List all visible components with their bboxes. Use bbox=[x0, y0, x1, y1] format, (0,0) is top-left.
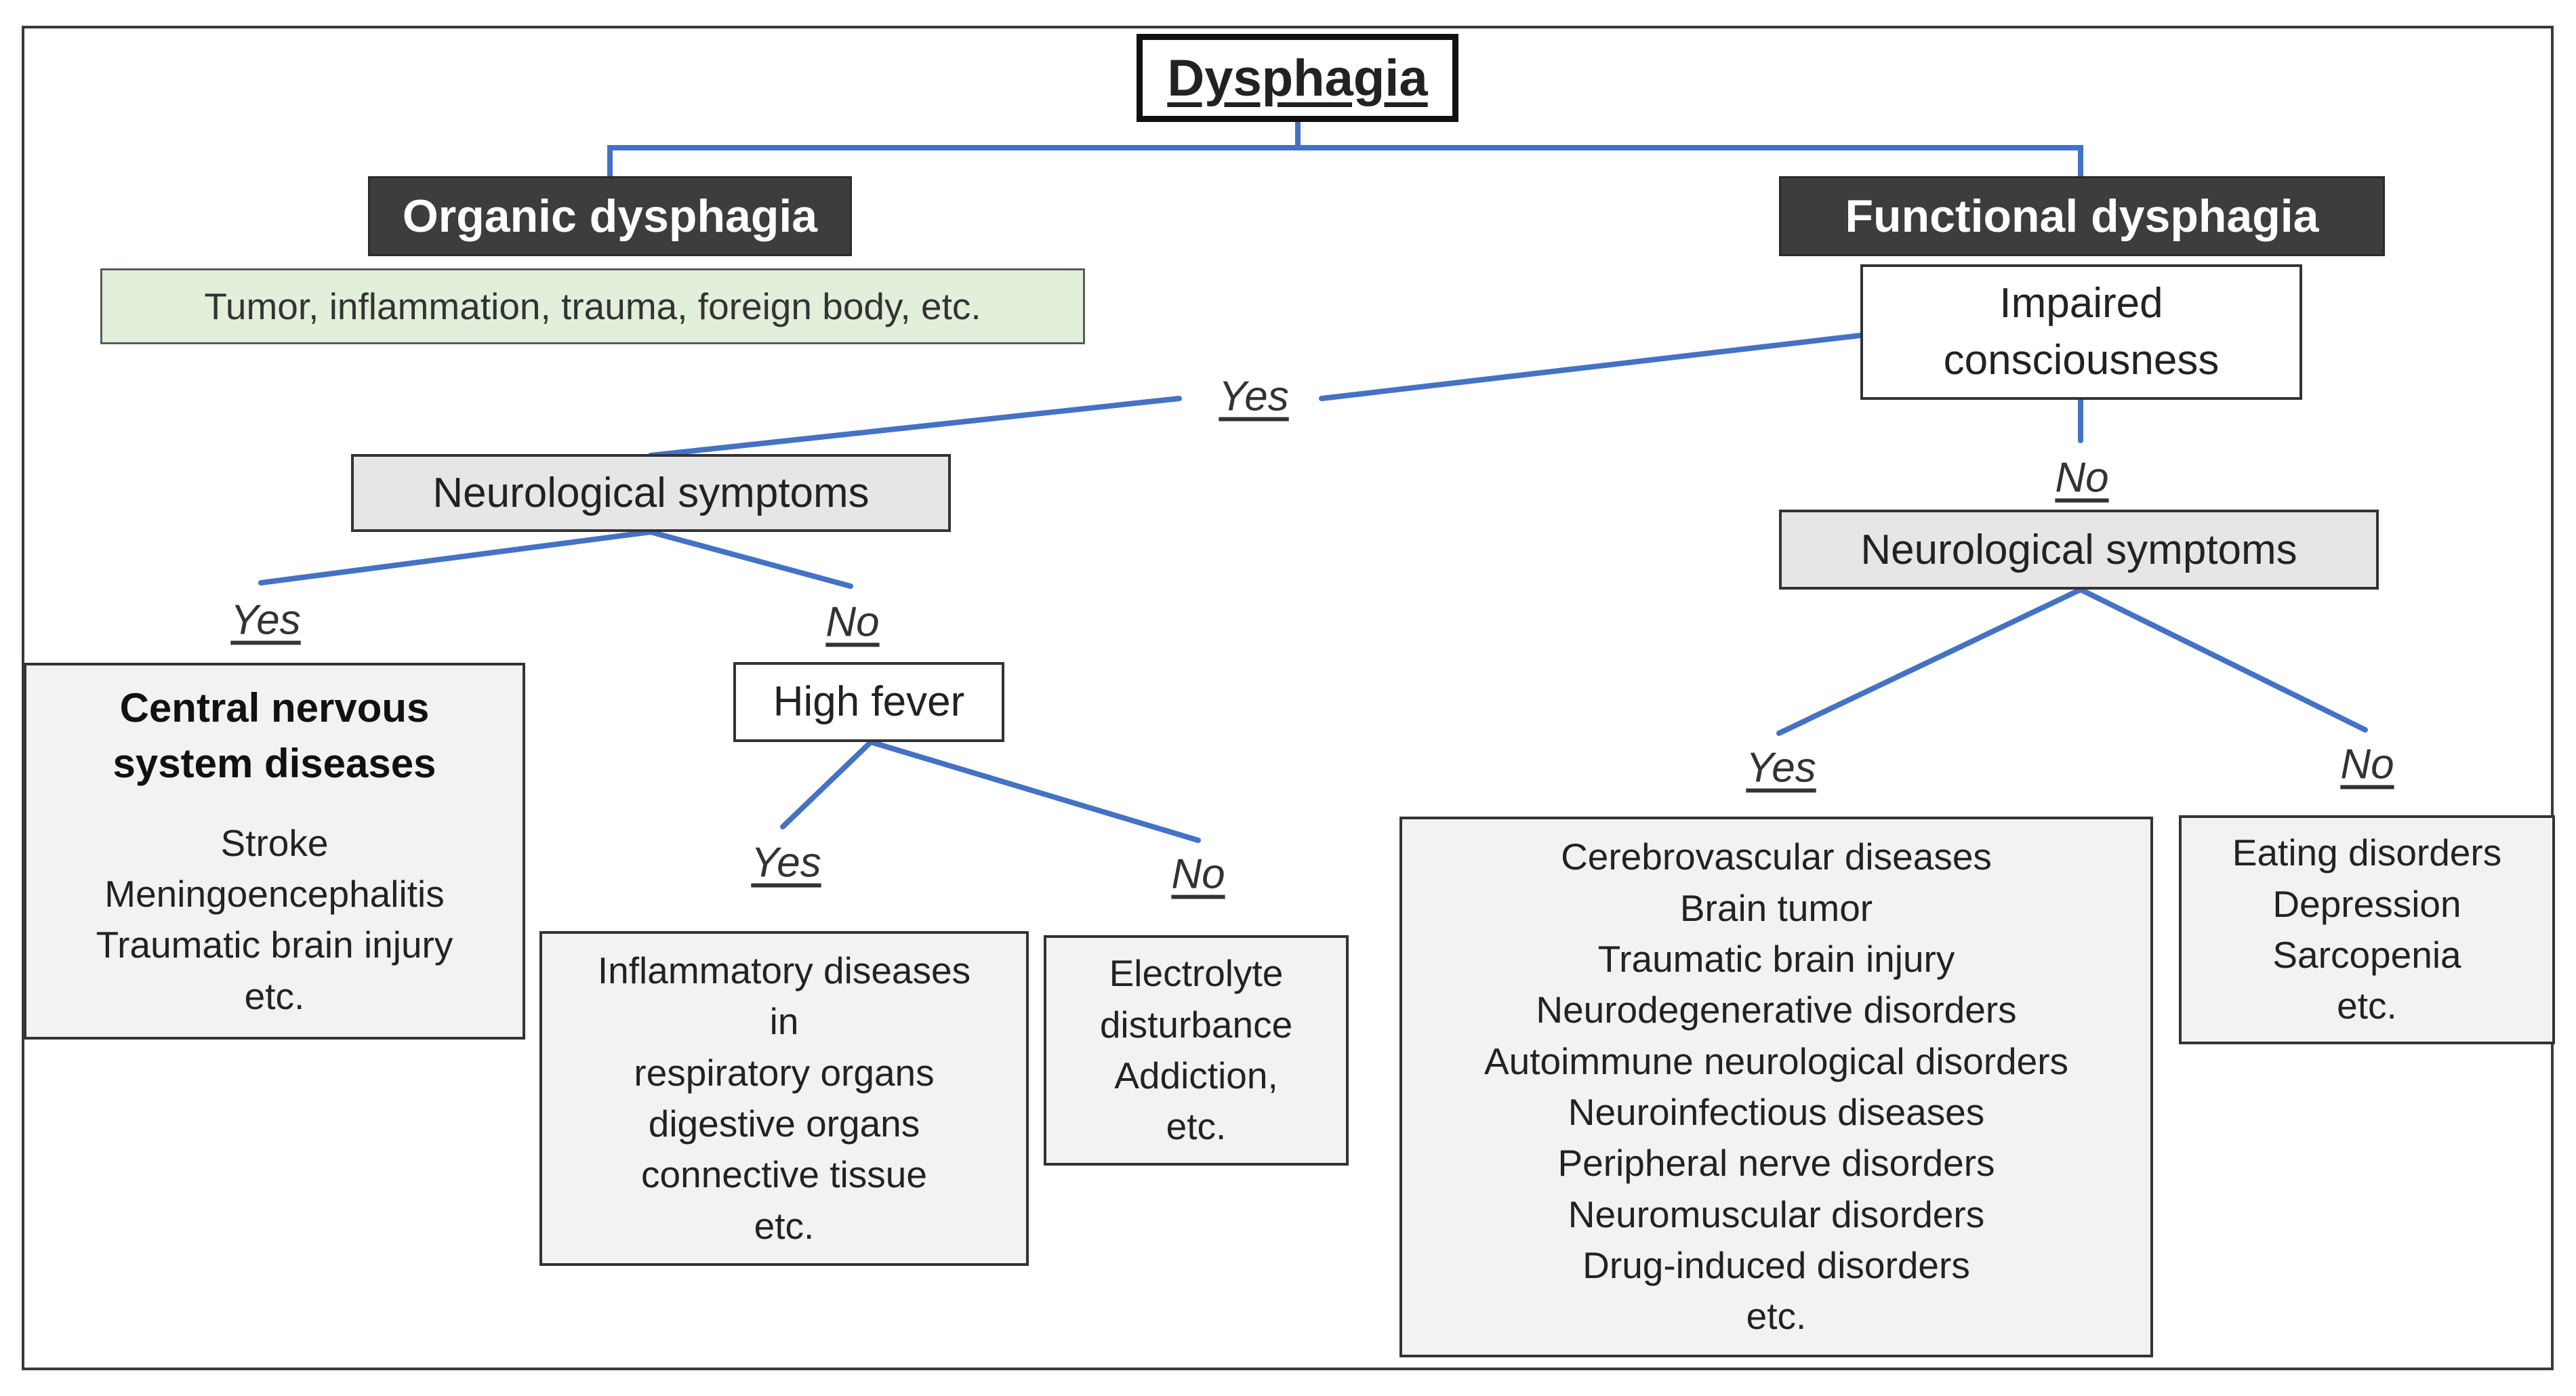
cns-item: Traumatic brain injury bbox=[96, 924, 453, 966]
psychiatric-disorders-box: Eating disorders Depression Sarcopenia e… bbox=[2179, 815, 2555, 1044]
inflammatory-item: respiratory organs bbox=[634, 1051, 935, 1094]
edge-label-consciousness-no: No bbox=[2043, 453, 2121, 502]
neuro-disorder-item: Peripheral nerve disorders bbox=[1557, 1142, 1995, 1185]
connector-left-neuro-to-yes bbox=[258, 529, 653, 586]
functional-dysphagia-label: Functional dysphagia bbox=[1845, 190, 2319, 242]
inflammatory-item: digestive organs bbox=[648, 1103, 920, 1145]
psych-item: Sarcopenia bbox=[2272, 934, 2461, 976]
neuro-disorder-item: Neuroinfectious diseases bbox=[1568, 1091, 1985, 1133]
right-neurological-symptoms-text: Neurological symptoms bbox=[1860, 526, 2297, 573]
electrolyte-item: etc. bbox=[1166, 1105, 1227, 1148]
cns-diseases-box: Central nervous system diseases Stroke M… bbox=[24, 663, 525, 1040]
cns-item: etc. bbox=[244, 974, 305, 1017]
edge-label-left-neuro-yes: Yes bbox=[218, 596, 313, 644]
edge-label-consciousness-yes: Yes bbox=[1206, 372, 1301, 421]
edge-label-right-neuro-yes: Yes bbox=[1734, 743, 1828, 792]
high-fever-box: High fever bbox=[733, 662, 1004, 742]
neuro-disorder-item: Brain tumor bbox=[1679, 886, 1873, 929]
left-neurological-symptoms-text: Neurological symptoms bbox=[432, 470, 870, 516]
right-neurological-symptoms-box: Neurological symptoms bbox=[1779, 510, 2379, 590]
neuro-disorder-item: Autoimmune neurological disorders bbox=[1484, 1040, 2069, 1082]
impaired-consciousness-line1: Impaired bbox=[1999, 280, 2163, 327]
neuro-disorder-item: etc. bbox=[1746, 1295, 1807, 1338]
cns-heading-line2: system diseases bbox=[113, 741, 436, 787]
psych-item: etc. bbox=[2337, 985, 2397, 1027]
electrolyte-item: Electrolyte bbox=[1109, 952, 1284, 995]
electrolyte-item: Addiction, bbox=[1114, 1054, 1278, 1096]
organic-dysphagia-box: Organic dysphagia bbox=[368, 176, 852, 256]
connector-fever-to-no bbox=[868, 739, 1201, 843]
diagram-frame bbox=[22, 26, 2554, 1370]
connector-right-neuro-to-no bbox=[2078, 587, 2368, 733]
impaired-consciousness-line2: consciousness bbox=[1943, 337, 2220, 384]
dysphagia-title-text: Dysphagia bbox=[1167, 49, 1428, 107]
inflammatory-item: Inflammatory diseases bbox=[597, 949, 971, 991]
organic-dysphagia-label: Organic dysphagia bbox=[402, 190, 818, 242]
organic-causes-box: Tumor, inflammation, trauma, foreign bod… bbox=[100, 268, 1085, 344]
neurological-disorders-box: Cerebrovascular diseases Brain tumor Tra… bbox=[1399, 817, 2153, 1357]
inflammatory-diseases-box: Inflammatory diseases in respiratory org… bbox=[539, 931, 1029, 1266]
neuro-disorder-item: Neuromuscular disorders bbox=[1568, 1193, 1985, 1235]
functional-dysphagia-box: Functional dysphagia bbox=[1779, 176, 2385, 256]
connector-yes-to-left-neuro bbox=[648, 396, 1182, 458]
cns-item: Stroke bbox=[220, 821, 329, 864]
electrolyte-item: disturbance bbox=[1099, 1003, 1293, 1046]
cns-item: Meningoencephalitis bbox=[104, 872, 445, 915]
impaired-consciousness-box: Impaired consciousness bbox=[1860, 264, 2302, 400]
electrolyte-addiction-box: Electrolyte disturbance Addiction, etc. bbox=[1044, 935, 1349, 1166]
edge-label-fever-yes: Yes bbox=[739, 838, 834, 887]
inflammatory-item: connective tissue bbox=[641, 1153, 927, 1196]
inflammatory-item: etc. bbox=[754, 1204, 815, 1247]
connector-left-neuro-to-no bbox=[648, 529, 853, 589]
edge-label-right-neuro-no: No bbox=[2328, 740, 2407, 789]
connector-fever-to-yes bbox=[780, 739, 874, 829]
inflammatory-item: in bbox=[769, 1000, 799, 1043]
high-fever-text: High fever bbox=[773, 678, 965, 726]
edge-label-fever-no: No bbox=[1159, 850, 1238, 899]
connector-right-neuro-to-yes bbox=[1776, 587, 2083, 736]
dysphagia-title: Dysphagia bbox=[1137, 34, 1458, 122]
neuro-disorder-item: Neurodegenerative disorders bbox=[1536, 989, 2017, 1031]
psych-item: Eating disorders bbox=[2232, 832, 2502, 874]
organic-causes-text: Tumor, inflammation, trauma, foreign bod… bbox=[204, 285, 981, 327]
connector-root-to-branches bbox=[607, 118, 2083, 179]
psych-item: Depression bbox=[2272, 882, 2461, 925]
edge-label-left-neuro-no: No bbox=[813, 598, 892, 646]
connector-consciousness-to-yes bbox=[1319, 333, 1863, 401]
neuro-disorder-item: Drug-induced disorders bbox=[1582, 1244, 1970, 1287]
left-neurological-symptoms-box: Neurological symptoms bbox=[351, 454, 951, 532]
neuro-disorder-item: Traumatic brain injury bbox=[1597, 937, 1955, 980]
neuro-disorder-item: Cerebrovascular diseases bbox=[1561, 836, 1992, 878]
cns-heading-line1: Central nervous bbox=[119, 685, 430, 731]
